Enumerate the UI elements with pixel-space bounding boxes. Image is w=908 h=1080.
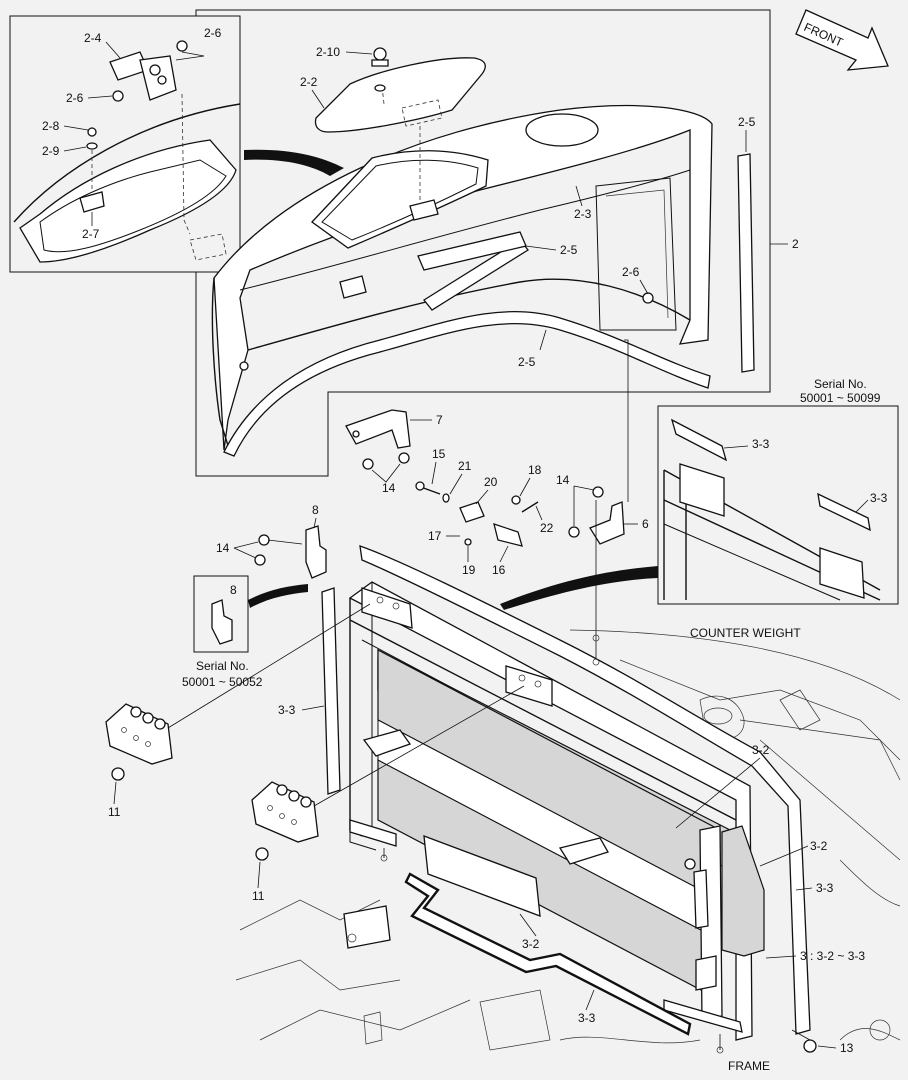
callout-2-5a: 2-5 xyxy=(738,115,756,129)
lower-callouts: COUNTER WEIGHT FRAME 3 : 3-2 ~ 3-3 3-3 3… xyxy=(278,626,865,1073)
callout-17: 17 xyxy=(428,529,442,543)
bolt-13: 13 xyxy=(791,1029,854,1055)
callout-20: 20 xyxy=(484,475,498,489)
inset-pointer-left xyxy=(248,584,308,608)
serial-a-range: 50001 ~ 50099 xyxy=(800,391,881,405)
lower-frame-background xyxy=(235,629,901,1051)
seal-2-5: 2-5 2-5 2-5 2-3 2-6 2 xyxy=(223,115,799,457)
callout-3-3b: 3-3 xyxy=(870,491,888,505)
serial-inset-left: 8 Serial No. 50001 ~ 50052 xyxy=(182,575,263,689)
callout-19: 19 xyxy=(462,563,476,577)
callout-2: 2 xyxy=(792,237,799,251)
callout-18: 18 xyxy=(528,463,542,477)
counter-weight-label: COUNTER WEIGHT xyxy=(690,626,801,640)
callout-21: 21 xyxy=(458,459,472,473)
callout-15: 15 xyxy=(432,447,446,461)
latch-hardware: 15 21 20 16 19 17 18 22 xyxy=(415,447,554,577)
hinge-detail-inset: 2-4 2-6 2-6 2-8 2-9 2-7 xyxy=(9,15,241,273)
callout-14b: 14 xyxy=(556,473,570,487)
callout-7: 7 xyxy=(436,413,443,427)
callout-13: 13 xyxy=(840,1041,854,1055)
frame-label: FRAME xyxy=(728,1059,770,1073)
front-arrow: FRONT xyxy=(795,9,889,71)
callout-14a: 14 xyxy=(382,481,396,495)
callout-2-5c: 2-5 xyxy=(518,355,536,369)
assy-note: 3 : 3-2 ~ 3-3 xyxy=(800,949,865,963)
callout-3-3e: 3-3 xyxy=(578,1011,596,1025)
inset-pointer xyxy=(244,149,344,176)
callout-2-2: 2-2 xyxy=(300,75,318,89)
cover-plate-2-2: 2-10 2-2 xyxy=(300,45,486,204)
callout-2-7: 2-7 xyxy=(82,227,100,241)
callout-3-3c: 3-3 xyxy=(278,703,296,717)
serial-inset-right: Serial No. 50001 ~ 50099 3-3 3-3 xyxy=(657,377,899,605)
callout-2-6b: 2-6 xyxy=(66,91,84,105)
bracket-6: 14 6 xyxy=(556,339,649,660)
callout-11a: 11 xyxy=(108,805,121,819)
callout-3-2c: 3-2 xyxy=(522,937,540,951)
callout-8b: 8 xyxy=(230,583,237,597)
callout-6: 6 xyxy=(642,517,649,531)
callout-2-5b: 2-5 xyxy=(560,243,578,257)
hood-cover xyxy=(211,104,713,453)
bracket-8: 8 14 xyxy=(216,503,327,579)
callout-2-4: 2-4 xyxy=(84,31,102,45)
callout-2-9: 2-9 xyxy=(42,144,60,158)
serial-b-range: 50001 ~ 50052 xyxy=(182,675,263,689)
callout-3-2b: 3-2 xyxy=(810,839,828,853)
callout-8a: 8 xyxy=(312,503,319,517)
callout-2-3: 2-3 xyxy=(574,207,592,221)
callout-2-8: 2-8 xyxy=(42,119,60,133)
callout-2-6a: 2-6 xyxy=(204,26,222,40)
serial-a-title: Serial No. xyxy=(814,377,867,391)
serial-b-title: Serial No. xyxy=(196,659,249,673)
callout-14c: 14 xyxy=(216,541,230,555)
door-frame-3 xyxy=(321,545,811,1054)
callout-22: 22 xyxy=(540,521,554,535)
hinge-upper: 11 xyxy=(105,603,371,819)
callout-16: 16 xyxy=(492,563,506,577)
callout-11b: 11 xyxy=(252,889,265,903)
callout-3-3a: 3-3 xyxy=(752,437,770,451)
callout-2-10: 2-10 xyxy=(316,45,340,59)
hinge-lower: 11 xyxy=(251,685,525,903)
inset-pointer-right xyxy=(500,566,658,610)
callout-2-6c: 2-6 xyxy=(622,265,640,279)
callout-3-2a: 3-2 xyxy=(752,743,770,757)
callout-3-3d: 3-3 xyxy=(816,881,834,895)
bracket-7: 7 14 xyxy=(345,409,443,495)
